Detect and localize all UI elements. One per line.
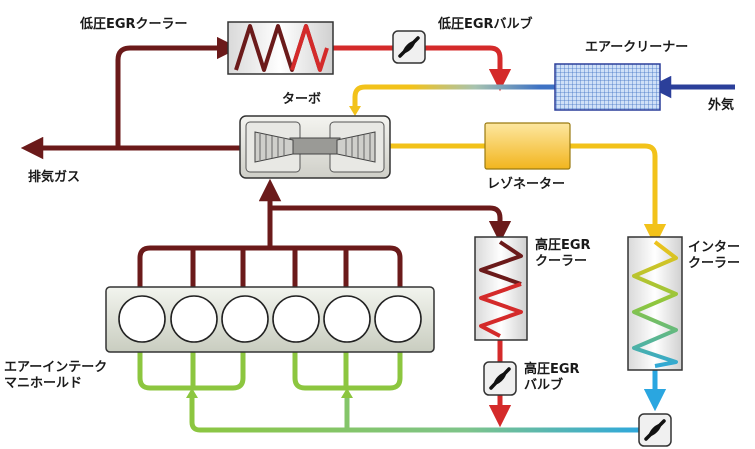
high-egr-valve-label: 高圧EGR バルブ (524, 362, 580, 393)
low-egr-valve-label: 低圧EGRバルブ (438, 17, 533, 32)
air-cleaner-label: エアークリーナー (585, 40, 689, 55)
intake-manifold-pipes (137, 352, 403, 391)
high-egr-cooler-label: 高圧EGR クーラー (535, 238, 591, 269)
intake-return-pipe (189, 395, 640, 433)
intake-manifold-label: エアーインテーク マニホールド (4, 360, 108, 391)
low-egr-valve-icon (392, 30, 426, 64)
throttle-valve-icon (638, 413, 672, 447)
turbo-inlet-arrow (349, 106, 361, 116)
engine-block (105, 286, 435, 353)
resonator (484, 122, 571, 170)
resonator-label: レゾネーター (487, 177, 566, 192)
turbo-label: ターボ (282, 92, 322, 107)
high-egr-cooler (474, 236, 528, 341)
low-egr-cooler-label: 低圧EGRクーラー (80, 17, 188, 32)
exhaust-manifold-pipes (20, 36, 512, 287)
intake-arrow-right (341, 388, 353, 398)
outside-air-label: 外気 (708, 98, 735, 113)
low-egr-cooler (227, 21, 334, 75)
exhaust-gas-label: 排気ガス (28, 170, 81, 185)
intake-arrow-left (186, 388, 198, 398)
intercooler-label: インター クーラー (688, 240, 741, 271)
turbocharger (239, 115, 391, 179)
intake-pipe-to-turbo (352, 84, 555, 110)
high-egr-valve-icon (483, 361, 517, 396)
charge-air-pipe (390, 143, 667, 247)
air-cleaner (554, 63, 661, 111)
intercooler (627, 236, 683, 371)
low-egr-pipe (333, 45, 512, 92)
